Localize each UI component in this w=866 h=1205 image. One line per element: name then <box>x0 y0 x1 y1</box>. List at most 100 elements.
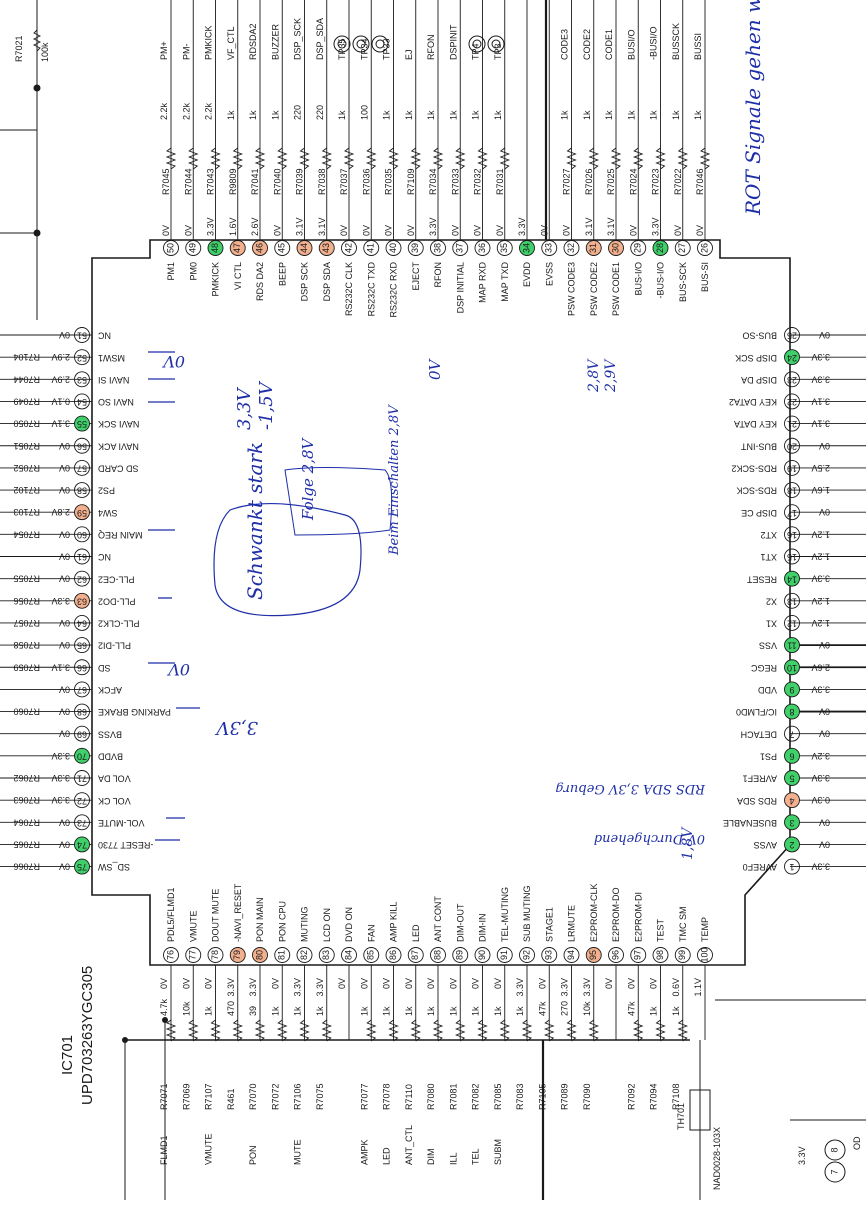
pin-voltage: 2.9V <box>51 374 70 384</box>
pin-name: DISP SCK <box>735 353 777 363</box>
pin-number: 27 <box>677 243 687 253</box>
net-label: VMUTE <box>204 1134 214 1166</box>
pin-number: 10 <box>787 663 797 673</box>
pin-number: 37 <box>455 243 465 253</box>
resistor-value: 1k <box>671 110 681 120</box>
resistor-ref: R7044 <box>183 168 193 195</box>
pin-circle <box>318 947 335 963</box>
pin-number: 34 <box>521 243 531 253</box>
resistor-ref: R7025 <box>606 168 616 195</box>
pin-name: BUSENABLE <box>723 818 777 828</box>
resistor-ref: R7077 <box>359 1083 369 1110</box>
annotation-circle <box>213 502 362 617</box>
pin-voltage: 0V <box>473 225 483 236</box>
resistor-value: 1k <box>426 110 436 120</box>
pin-voltage: 0V <box>448 978 458 989</box>
pin-name: VSS <box>759 641 777 651</box>
pin-voltage: 0V <box>471 978 481 989</box>
pin-circle <box>563 240 580 256</box>
resistor-ref: R7022 <box>673 168 683 195</box>
pin-name: NC <box>98 331 111 341</box>
resistor-ref: R7066 <box>13 862 40 872</box>
pin-circle <box>541 240 558 256</box>
pin-circle <box>784 459 800 476</box>
pin-circle <box>608 240 624 256</box>
pin-circle <box>74 526 90 543</box>
resistor-ref: R7060 <box>13 707 40 717</box>
pin-name: BUS-SCK <box>678 262 688 302</box>
resistor-value: 1k <box>471 110 481 120</box>
resistor-symbol <box>432 147 444 170</box>
pin-voltage: 3.3V <box>811 574 830 584</box>
pin-name: PON CPU <box>277 901 287 942</box>
pin-voltage: 0V <box>59 839 70 849</box>
pin-number: 12 <box>787 619 797 629</box>
pin-voltage: 0V <box>59 552 70 562</box>
annotation-voltage: 3,3V <box>234 386 255 430</box>
net-label: CODE1 <box>604 29 614 60</box>
pin-number: 20 <box>787 441 797 451</box>
pin-name: MUTING <box>300 907 310 943</box>
pin-number: 35 <box>499 243 509 253</box>
resistor-ref: R7056 <box>13 596 40 606</box>
pin-circle <box>452 240 469 256</box>
pin-voltage: 3.3V <box>582 978 592 997</box>
pin-name: EVSS <box>544 262 554 286</box>
pin-name: DETACH <box>741 729 777 739</box>
resistor-value: 470 <box>226 1001 236 1016</box>
resistor-symbol <box>165 147 177 170</box>
resistor-symbol <box>365 147 377 170</box>
pin-name: DSP INITIAL <box>455 262 465 313</box>
pin-name: X2 <box>766 596 777 606</box>
pin-name: XT2 <box>760 530 777 540</box>
pin-voltage: 3.3V <box>51 773 70 783</box>
pin-circle <box>496 947 513 963</box>
net-label: BUSSI <box>693 33 703 60</box>
pin-name: X1 <box>766 619 777 629</box>
pin-name: VMUTE <box>188 911 198 943</box>
resistor-value: 1k <box>426 1006 436 1016</box>
pin-circle <box>74 349 90 366</box>
pin-name: PS2 <box>98 486 115 496</box>
pin-voltage: 0V <box>628 225 638 236</box>
pin-circle <box>474 947 491 963</box>
pin-circle <box>430 947 446 963</box>
pin-name: STAGE1 <box>544 907 554 942</box>
pin-voltage: 3.3V <box>811 352 830 362</box>
resistor-value: 1k <box>448 110 458 120</box>
pin-name: BEEP <box>277 262 287 286</box>
pin-number: 77 <box>188 950 198 960</box>
pin-number: 54 <box>77 397 87 407</box>
thermistor-ref: TH701 <box>676 1103 686 1130</box>
pin-name: BUS-SI <box>700 262 710 292</box>
pin-number: 92 <box>521 950 531 960</box>
pin-number: 85 <box>366 950 376 960</box>
pin-circle <box>252 947 268 963</box>
pin-name: NAVI ACK <box>98 441 139 451</box>
resistor-value: 1k <box>471 1006 481 1016</box>
pin-voltage: 3.3V <box>248 978 258 997</box>
pin-number: 76 <box>165 950 175 960</box>
pin-voltage: 0V <box>59 640 70 650</box>
net-label: CODE3 <box>560 29 570 60</box>
pin-name: E2PROM-DI <box>633 892 643 942</box>
pin-voltage: 0V <box>819 640 830 650</box>
pin-voltage: 3.3V <box>811 773 830 783</box>
annotation-voltage: 0V <box>167 660 190 679</box>
net-label: TP34 <box>359 38 369 60</box>
pin-circle <box>784 725 800 742</box>
pin-name: TEL-MUTING <box>500 887 510 942</box>
annotation-voltage: 2,8V <box>586 358 602 393</box>
resistor-symbol <box>365 1019 377 1042</box>
resistor-value: 1k <box>560 110 570 120</box>
connector-pin <box>824 1139 846 1161</box>
pin-circle <box>296 947 313 963</box>
pin-voltage: 3.3V <box>517 217 527 236</box>
resistor-value: 1k <box>582 110 592 120</box>
pin-name: RS232C RXD <box>389 262 399 318</box>
pin-number: 71 <box>77 774 87 784</box>
pin-circle <box>630 240 647 256</box>
r7021-value: 100k <box>40 42 50 62</box>
pin-number: 98 <box>655 950 665 960</box>
pin-name: DSP SDA <box>322 262 332 301</box>
